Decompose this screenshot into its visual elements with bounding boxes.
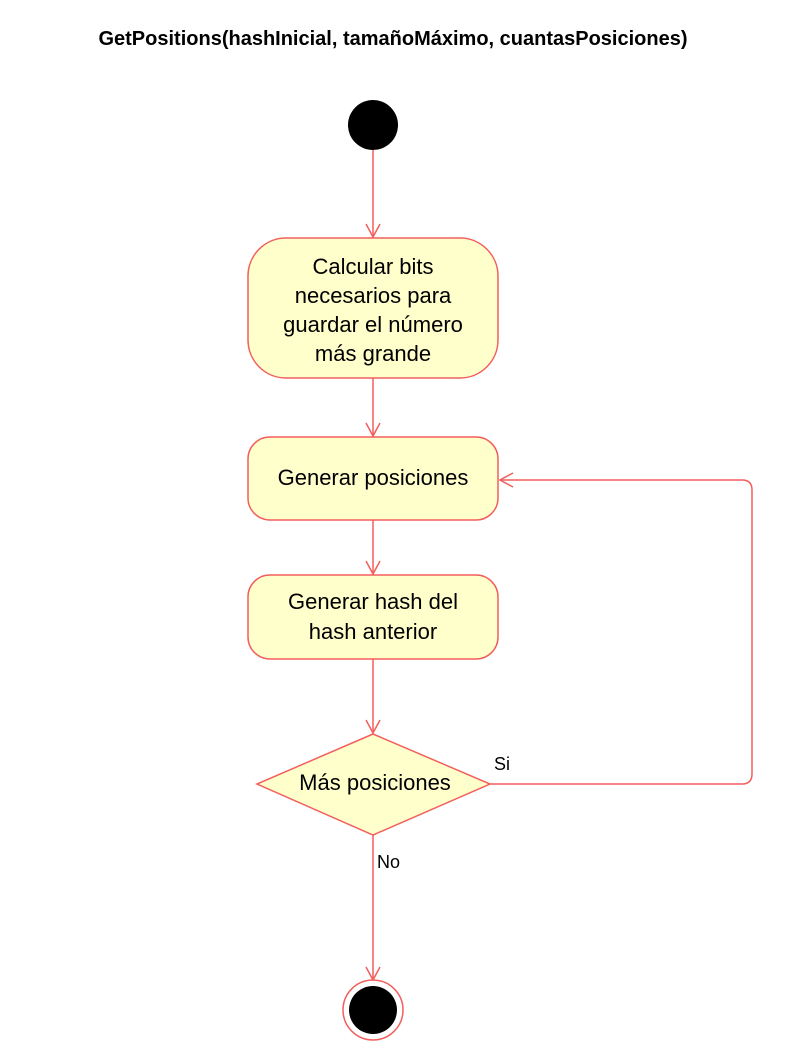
action-calcular-bits-line-2: necesarios para: [295, 283, 452, 308]
action-generar-hash-line-2: hash anterior: [309, 619, 437, 644]
action-generar-hash-line-1: Generar hash del: [288, 589, 458, 614]
decision-mas-posiciones-label: Más posiciones: [299, 770, 451, 795]
edge-label-si: Si: [494, 754, 510, 774]
action-generar-hash: [247, 574, 499, 660]
action-generar-posiciones-label: Generar posiciones: [278, 465, 469, 490]
edge-label-no: No: [377, 852, 400, 872]
edge-loop-si: [490, 472, 753, 785]
diagram-title: GetPositions(hashInicial, tamañoMáximo, …: [98, 28, 688, 50]
action-calcular-bits-line-3: guardar el número: [283, 312, 463, 337]
action-calcular-bits-line-1: Calcular bits: [312, 254, 433, 279]
initial-node: [348, 100, 398, 150]
action-calcular-bits-line-4: más grande: [315, 341, 431, 366]
final-node-core: [349, 986, 397, 1034]
